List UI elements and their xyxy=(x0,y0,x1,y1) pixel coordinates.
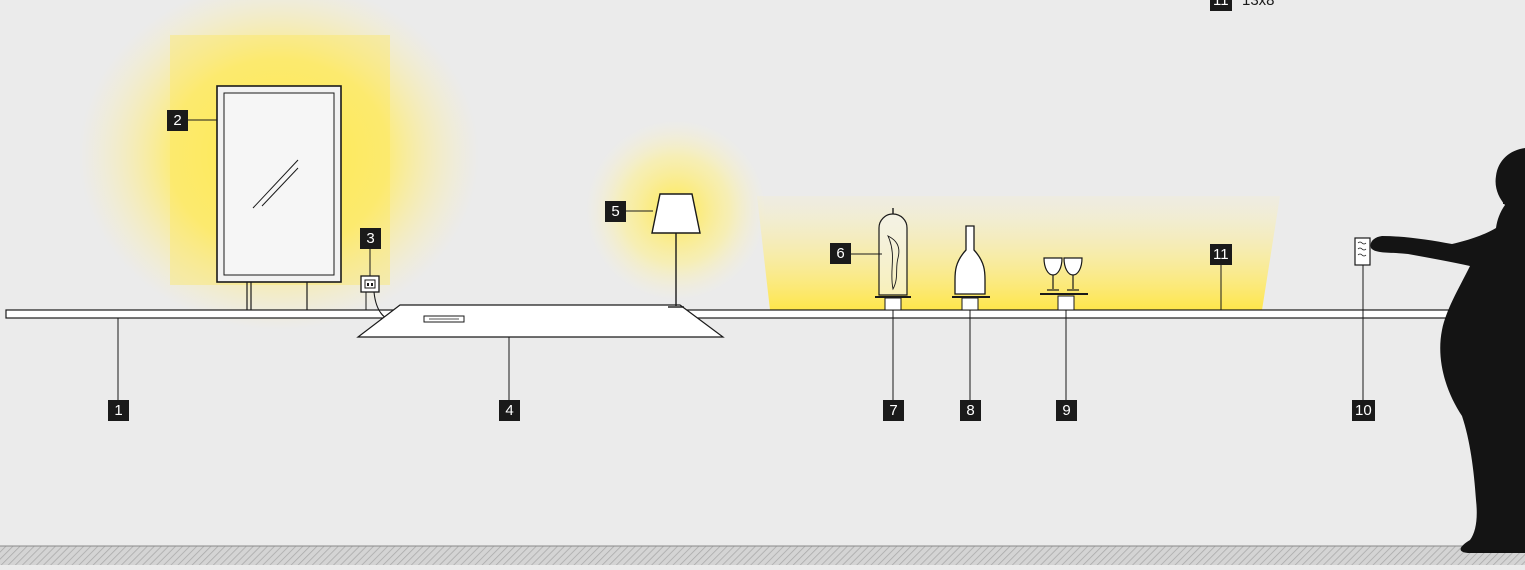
callout-5-badge: 5 xyxy=(605,201,626,222)
shelf-board xyxy=(5,309,1457,319)
callout-3-badge: 3 xyxy=(360,228,381,249)
wireless-charging-pad xyxy=(356,304,725,338)
bottle-stand xyxy=(952,225,990,311)
floor-hatch xyxy=(0,546,1525,565)
callout-9-badge: 9 xyxy=(1056,400,1077,421)
callout-8-badge: 8 xyxy=(960,400,981,421)
callout-11-badge: 11 xyxy=(1210,244,1232,265)
leader-lines xyxy=(117,119,1364,400)
legend-text: 13x8 xyxy=(1242,0,1275,9)
person-silhouette xyxy=(1370,148,1525,553)
callout-10-badge: 10 xyxy=(1352,400,1375,421)
callout-7-badge: 7 xyxy=(883,400,904,421)
wall-switch xyxy=(1354,237,1371,266)
wall-shelf xyxy=(5,309,1457,319)
table-lamp xyxy=(651,193,701,308)
illuminated-mirror xyxy=(216,85,342,310)
callout-1-badge: 1 xyxy=(108,400,129,421)
legend-badge: 11 xyxy=(1210,0,1232,11)
callout-4-badge: 4 xyxy=(499,400,520,421)
callout-2-badge: 2 xyxy=(167,110,188,131)
dome-base xyxy=(884,297,902,311)
callout-6-badge: 6 xyxy=(830,243,851,264)
glass-dome xyxy=(875,208,911,298)
glass-holder xyxy=(1040,257,1088,311)
